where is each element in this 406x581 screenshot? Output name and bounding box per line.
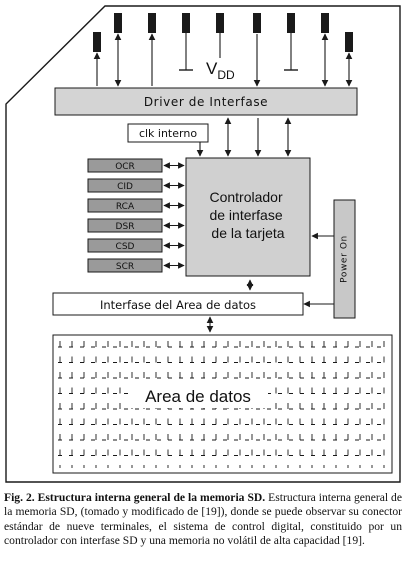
register-label: OCR	[115, 162, 135, 172]
caption-text: Estructura interna general de la memoria…	[4, 491, 402, 548]
caption-label: Fig. 2. Estructura interna general de la…	[4, 491, 266, 504]
register-dsr: DSR	[87, 218, 185, 233]
sd-card-diagram: VDD Driver de Interfase clk interno Cont…	[5, 5, 401, 483]
connector-pin	[179, 13, 193, 71]
controller-line-2: de interfase	[209, 207, 282, 223]
data-area-label: Area de datos	[145, 387, 251, 406]
pin-contact	[148, 13, 156, 33]
register-scr: SCR	[87, 258, 185, 273]
clk-label: clk interno	[139, 127, 197, 140]
connector-pin	[253, 13, 261, 87]
vdd-label: VDD	[206, 59, 235, 82]
connector-pin	[148, 13, 156, 86]
controller-line-3: de la tarjeta	[211, 225, 284, 241]
register-group: OCR CID RCA DSR CSD SCR	[87, 158, 185, 273]
connector-pin	[345, 32, 353, 87]
controller-label: Controlador de interfase de la tarjeta	[209, 189, 286, 241]
pin-contact	[182, 13, 190, 33]
register-box	[87, 238, 163, 253]
clk-box	[127, 123, 209, 143]
register-label: RCA	[116, 202, 135, 212]
connector-pin	[93, 32, 101, 86]
pin-contact	[253, 13, 261, 33]
vdd-subscript: DD	[217, 68, 235, 82]
controller-line-1: Controlador	[209, 189, 282, 205]
pin-contact	[93, 32, 101, 52]
register-box	[87, 198, 163, 213]
register-box	[87, 158, 163, 173]
register-label: CSD	[116, 242, 135, 252]
pin-contact	[287, 13, 295, 33]
driver-label: Driver de Interfase	[144, 95, 268, 109]
register-box	[87, 218, 163, 233]
connector-pin	[321, 13, 329, 87]
pin-contact	[216, 13, 224, 33]
pin-contact	[114, 13, 122, 33]
figure-caption: Fig. 2. Estructura interna general de la…	[4, 491, 402, 577]
power-on-box	[333, 199, 356, 319]
register-label: SCR	[116, 262, 134, 272]
register-label: CID	[117, 182, 133, 192]
driver-box	[54, 87, 358, 116]
register-label: DSR	[116, 222, 135, 232]
controller-box	[185, 157, 311, 277]
power-on-label: Power On	[340, 235, 350, 283]
register-box	[87, 178, 163, 193]
connector-pin	[216, 13, 224, 58]
driver-controller-arrows	[224, 117, 292, 157]
connector-pin	[284, 13, 298, 71]
pin-contact	[321, 13, 329, 33]
register-cid: CID	[87, 178, 185, 193]
pin-contact	[345, 32, 353, 52]
connector-pins	[93, 13, 353, 87]
register-csd: CSD	[87, 238, 185, 253]
area-interface-label: Interfase del Area de datos	[100, 298, 256, 312]
area-interface-box	[52, 292, 304, 316]
register-ocr: OCR	[87, 158, 185, 173]
data-area-label-bg	[128, 384, 268, 408]
register-rca: RCA	[87, 198, 185, 213]
register-box	[87, 258, 163, 273]
connector-pin	[114, 13, 122, 87]
